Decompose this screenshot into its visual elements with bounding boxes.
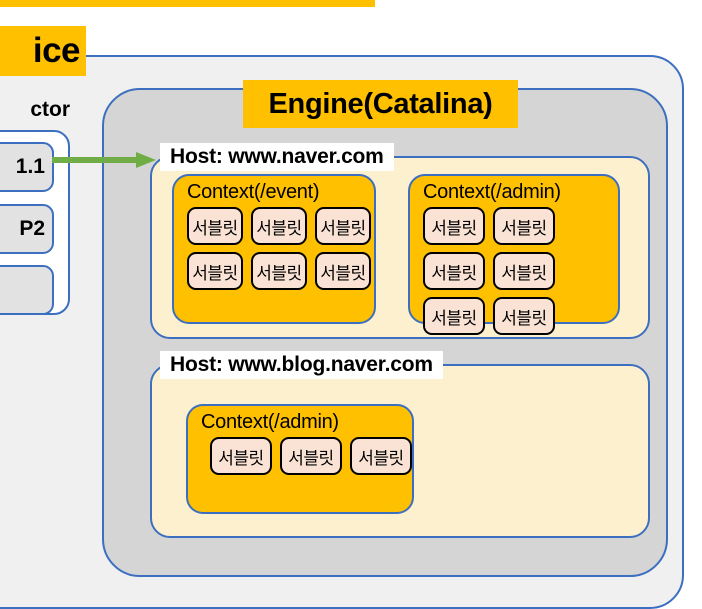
servlet-box: 서블릿 [210,437,272,475]
context-title-admin-blog: Context(/admin) [201,411,339,433]
host-label-naver: Host: www.naver.com [160,143,394,171]
engine-title-label: Engine(Catalina) [243,80,518,128]
servlet-box: 서블릿 [493,252,555,290]
connector-item-http11: 1.1 [0,142,54,192]
servlet-box: 서블릿 [493,297,555,335]
context-title-admin-naver: Context(/admin) [423,181,561,203]
connector-title-label: ctor [30,98,70,121]
servlet-box: 서블릿 [187,252,243,290]
servlet-grid-admin-naver: 서블릿 서블릿 서블릿 서블릿 서블릿 서블릿 [410,207,618,335]
host-container-naver: Context(/event) 서블릿 서블릿 서블릿 서블릿 서블릿 서블릿 … [150,156,650,339]
servlet-box: 서블릿 [315,207,371,245]
host-container-blog-naver: Context(/admin) 서블릿 서블릿 서블릿 [150,364,650,538]
connector-item-http2: P2 [0,204,54,254]
connector-item-ajp [0,265,54,315]
context-container-event: Context(/event) 서블릿 서블릿 서블릿 서블릿 서블릿 서블릿 [172,174,376,324]
servlet-box: 서블릿 [251,252,307,290]
servlet-box: 서블릿 [187,207,243,245]
servlet-box: 서블릿 [423,207,485,245]
servlet-box: 서블릿 [315,252,371,290]
context-title-event: Context(/event) [187,181,320,203]
context-container-admin-blog: Context(/admin) 서블릿 서블릿 서블릿 [186,404,414,514]
servlet-box: 서블릿 [251,207,307,245]
servlet-box: 서블릿 [350,437,412,475]
host-label-blog-naver: Host: www.blog.naver.com [160,351,443,379]
request-flow-arrow [52,152,156,168]
context-container-admin-naver: Context(/admin) 서블릿 서블릿 서블릿 서블릿 서블릿 서블릿 [408,174,620,335]
top-yellow-strip [0,0,375,7]
servlet-box: 서블릿 [423,252,485,290]
service-title-label: ice [0,26,86,76]
servlet-box: 서블릿 [493,207,555,245]
servlet-grid-admin-blog: 서블릿 서블릿 서블릿 [188,437,412,475]
servlet-grid-event: 서블릿 서블릿 서블릿 서블릿 서블릿 서블릿 [174,207,374,290]
servlet-box: 서블릿 [423,297,485,335]
servlet-box: 서블릿 [280,437,342,475]
